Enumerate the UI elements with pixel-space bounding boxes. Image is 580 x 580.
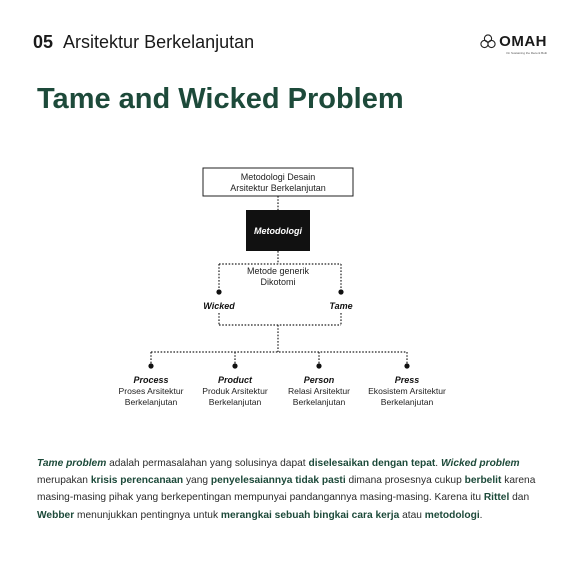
split-label-line-2: Dikotomi: [260, 277, 295, 287]
node-dot-press: [404, 363, 410, 369]
page-title: Tame and Wicked Problem: [37, 83, 404, 115]
emphasis-text: merangkai sebuah bingkai cara kerja: [220, 509, 400, 521]
item-product-line-1: Produk Arsitektur: [202, 386, 268, 396]
logo-brand: OMAH: [499, 33, 547, 50]
paragraph-text: .: [435, 458, 441, 469]
body-paragraph: Tame problem adalah permasalahan yang so…: [37, 455, 543, 524]
center-box-label: Metodologi: [254, 226, 302, 236]
paragraph-text: dimana prosesnya cukup: [345, 475, 465, 487]
paragraph-text: atau: [399, 509, 425, 521]
top-box-line-2: Arsitektur Berkelanjutan: [230, 183, 326, 193]
item-person-title: Person: [304, 375, 335, 385]
top-box-line-1: Metodologi Desain: [241, 172, 316, 182]
paragraph-text: karena masing-masing pihak yang berkepen…: [37, 475, 536, 504]
top-box: [202, 167, 354, 197]
paragraph-text: yang: [183, 475, 211, 487]
item-person-line-1: Relasi Arsitektur: [288, 386, 350, 396]
item-product-line-2: Berkelanjutan: [209, 397, 262, 407]
term-wicked-problem: Wicked problem: [440, 458, 520, 469]
center-box: [246, 210, 310, 251]
emphasis-text: Webber: [37, 509, 75, 521]
trefoil-logo-icon: [480, 34, 496, 49]
item-process-title: Process: [133, 375, 168, 385]
node-dot-person: [316, 363, 322, 369]
omah-logo: OMAH On Sustaining the Recent Built: [480, 33, 547, 55]
paragraph-text: .: [479, 509, 483, 521]
chapter-number: 05: [33, 32, 54, 52]
emphasis-text: metodologi: [424, 509, 480, 521]
logo-tagline: On Sustaining the Recent Built: [506, 51, 547, 55]
paragraph-text: dan: [509, 492, 530, 504]
emphasis-text: krisis perencanaan: [90, 475, 184, 487]
item-product-title: Product: [218, 375, 253, 385]
split-label-line-1: Metode generik: [247, 266, 310, 276]
branch-wicked: Wicked: [203, 301, 235, 311]
node-dot-tame: [338, 289, 344, 295]
emphasis-text: diselesaikan dengan tepat: [308, 458, 436, 469]
node-dot-process: [148, 363, 154, 369]
paragraph-text: menunjukkan pentingnya untuk: [74, 509, 221, 521]
item-process-line-1: Proses Arsitektur: [119, 386, 184, 396]
emphasis-text: penyelesaiannya tidak pasti: [210, 475, 346, 487]
emphasis-text: berbelit: [464, 475, 502, 487]
chapter-header: 05 Arsitektur Berkelanjutan: [33, 32, 254, 53]
item-person-line-2: Berkelanjutan: [293, 397, 346, 407]
emphasis-text: Rittel: [483, 492, 510, 504]
chapter-title: Arsitektur Berkelanjutan: [63, 32, 255, 52]
item-press-title: Press: [395, 375, 420, 385]
item-press-line-2: Berkelanjutan: [381, 397, 434, 407]
node-dot-product: [232, 363, 238, 369]
term-tame-problem: Tame problem: [37, 458, 107, 469]
item-press-line-1: Ekosistem Arsitektur: [368, 386, 446, 396]
paragraph-text: merupakan: [37, 475, 91, 487]
node-dot-wicked: [216, 289, 222, 295]
branch-tame: Tame: [329, 301, 352, 311]
item-process-line-2: Berkelanjutan: [125, 397, 178, 407]
paragraph-text: adalah permasalahan yang solusinya dapat: [106, 458, 309, 469]
